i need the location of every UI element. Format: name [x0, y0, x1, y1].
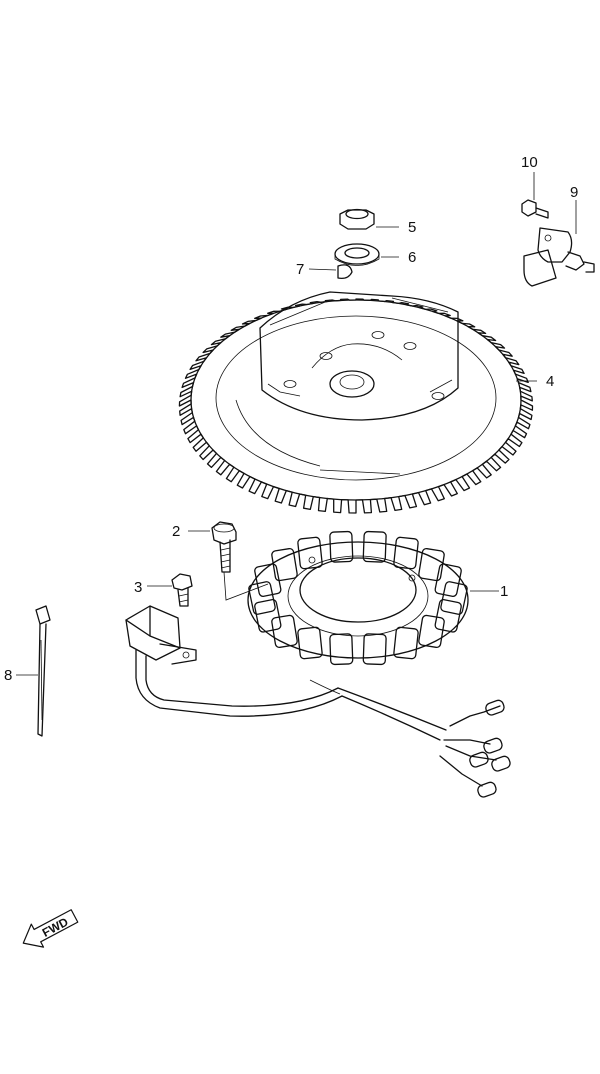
sensor — [523, 227, 595, 287]
stator-pole — [297, 626, 323, 660]
fwd-arrow-icon: FWD — [22, 909, 79, 948]
callout-3: 3 — [134, 579, 142, 596]
stator-pole — [271, 547, 298, 582]
stator-bolt — [211, 521, 237, 573]
stator-pole — [418, 614, 445, 649]
flywheel-nut — [339, 208, 375, 230]
callout-8: 8 — [4, 667, 12, 684]
pulser-bolt — [171, 573, 193, 607]
stator-pole — [418, 547, 445, 582]
key — [337, 264, 353, 280]
stator-pole — [440, 581, 468, 615]
callout-labels: 1 2 3 4 5 6 7 8 9 10 — [4, 154, 578, 684]
stator-pole — [393, 536, 419, 570]
washer — [334, 243, 380, 266]
leader-lines — [16, 172, 577, 676]
callout-7: 7 — [296, 261, 304, 278]
callout-4: 4 — [546, 373, 554, 390]
sensor-bolt — [521, 199, 549, 219]
stator-pole — [271, 614, 298, 649]
stator — [247, 530, 469, 666]
stator-pole — [362, 633, 387, 666]
callout-10: 10 — [521, 154, 538, 171]
callout-5: 5 — [408, 219, 416, 236]
pulser-coil — [125, 605, 511, 798]
callout-6: 6 — [408, 249, 416, 266]
wire-connector — [491, 755, 511, 772]
stator-pole — [329, 633, 354, 666]
callout-2: 2 — [172, 523, 180, 540]
stator-pole — [434, 563, 462, 598]
flywheel — [178, 291, 534, 514]
wire-connector — [483, 737, 503, 754]
stator-pole — [248, 581, 276, 615]
stator-pole — [393, 626, 419, 660]
stator-pole — [434, 598, 462, 633]
callout-1: 1 — [500, 583, 508, 600]
cable-tie — [35, 605, 51, 737]
stator-pole — [362, 530, 387, 563]
stator-pole — [329, 530, 354, 563]
wire-connector — [485, 699, 505, 716]
stator-pole — [254, 563, 282, 598]
callout-9: 9 — [570, 184, 578, 201]
stator-pole — [297, 536, 323, 570]
stator-pole — [254, 598, 282, 633]
wire-connector — [477, 781, 497, 798]
wire-connector — [469, 751, 489, 768]
